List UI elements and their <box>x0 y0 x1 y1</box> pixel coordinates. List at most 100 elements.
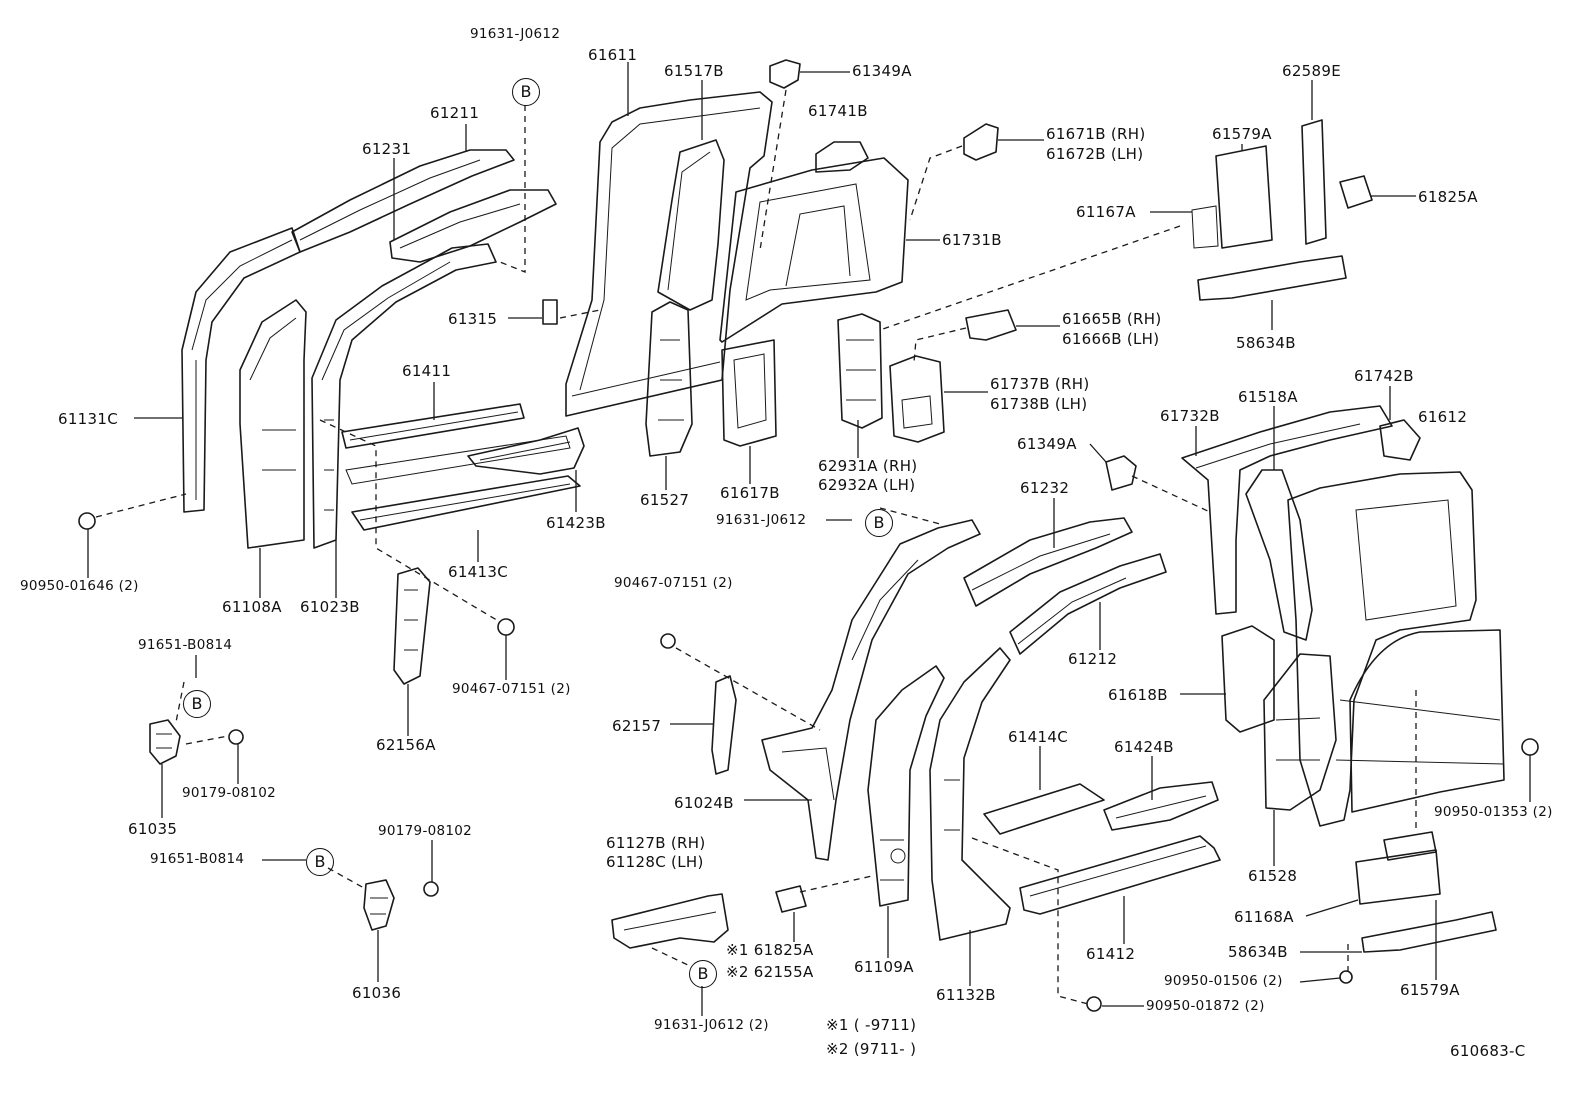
pillar-61109a <box>867 665 945 907</box>
part-label: 61741B <box>808 102 868 120</box>
part-label: 61036 <box>352 984 402 1002</box>
hinge-61036 <box>363 879 395 931</box>
part-label: 91651-B0814 <box>138 637 233 653</box>
pillar-61023b <box>311 243 497 549</box>
part-label: 61212 <box>1068 650 1118 668</box>
part-label: 61518A <box>1238 388 1298 406</box>
part-label: 61231 <box>362 140 412 158</box>
part-label: 61731B <box>942 231 1002 249</box>
inner-pillar-61732b <box>1181 405 1393 615</box>
bracket-61127b <box>611 893 729 949</box>
part-label: 61618B <box>1108 686 1168 704</box>
hinge-61035 <box>149 719 181 765</box>
pillar-61527 <box>645 301 693 457</box>
part-label: 61617B <box>720 484 780 502</box>
part-label: 61424B <box>1114 738 1174 756</box>
pillar-61132b <box>929 647 1011 941</box>
part-label: 90950-01353 (2) <box>1434 804 1553 820</box>
part-label: 61579A <box>1400 981 1460 999</box>
bracket-61671b <box>963 123 999 161</box>
part-label: 61666B (LH) <box>1062 330 1160 348</box>
block-61825a-lower <box>775 885 807 913</box>
panel-61618b <box>1221 625 1275 733</box>
part-label: 61423B <box>546 514 606 532</box>
seal-62589e <box>1301 119 1327 245</box>
part-label: 61612 <box>1418 408 1468 426</box>
ref-marker-b: B <box>865 509 893 537</box>
part-label: ※1 61825A <box>726 941 814 959</box>
part-label: 61168A <box>1234 908 1294 926</box>
ref-marker-b: B <box>183 690 211 718</box>
bracket-61742b <box>1379 419 1421 461</box>
panel-61617b <box>721 339 777 447</box>
bracket-61424b <box>1103 781 1219 831</box>
part-label: 61108A <box>222 598 282 616</box>
rocker-61414c <box>983 783 1105 835</box>
part-label: 61672B (LH) <box>1046 145 1144 163</box>
part-label: ※2 (9711- ) <box>826 1040 917 1058</box>
part-label: 61665B (RH) <box>1062 310 1162 328</box>
bracket-61741b <box>815 141 869 173</box>
part-label: 610683-C <box>1450 1042 1526 1060</box>
ref-marker-b: B <box>689 960 717 988</box>
bracket-61349a-top <box>769 59 801 89</box>
part-label: 61413C <box>448 563 508 581</box>
center-pillar-61611 <box>565 91 773 417</box>
part-label: 61611 <box>588 46 638 64</box>
part-label: 61671B (RH) <box>1046 125 1146 143</box>
ref-marker-b: B <box>512 78 540 106</box>
part-label: 61825A <box>1418 188 1478 206</box>
part-label: 90179-08102 <box>378 823 473 839</box>
part-label: 61132B <box>936 986 996 1004</box>
bracket-62157 <box>711 675 737 775</box>
pillar-61518a <box>1245 469 1313 641</box>
part-label: 91631-J0612 <box>470 26 561 42</box>
rocker-61411 <box>341 403 525 449</box>
bracket-62156a <box>393 567 431 685</box>
part-label: 90179-08102 <box>182 785 277 801</box>
rail-61212 <box>1009 553 1167 655</box>
part-label: 61128C (LH) <box>606 853 704 871</box>
part-label: 62932A (LH) <box>818 476 916 494</box>
leader-lines <box>87 62 1531 1016</box>
part-label: 90950-01872 (2) <box>1146 998 1265 1014</box>
part-label: 61738B (LH) <box>990 395 1088 413</box>
part-label: ※1 ( -9711) <box>826 1016 917 1034</box>
outer-panel-61612 <box>1287 471 1505 827</box>
part-label: 61411 <box>402 362 452 380</box>
roof-rail-61231 <box>389 189 557 263</box>
pillar-61528 <box>1263 653 1337 811</box>
part-label: 58634B <box>1236 334 1296 352</box>
part-label: 61127B (RH) <box>606 834 706 852</box>
rocker-61412 <box>1019 835 1221 915</box>
part-label: 61232 <box>1020 479 1070 497</box>
part-label: 91651-B0814 <box>150 851 245 867</box>
part-label: ※2 62155A <box>726 963 814 981</box>
seal-61579a-top <box>1191 145 1273 249</box>
part-label: 61315 <box>448 310 498 328</box>
part-label: 58634B <box>1228 943 1288 961</box>
part-label: 61412 <box>1086 945 1136 963</box>
dashed-lines <box>95 89 1417 1005</box>
part-label: 62156A <box>376 736 436 754</box>
part-label: 61737B (RH) <box>990 375 1090 393</box>
part-label: 61109A <box>854 958 914 976</box>
a-pillar-61108a <box>239 299 307 549</box>
back-panel-61731b <box>719 157 909 343</box>
part-label: 62157 <box>612 717 662 735</box>
part-label: 90950-01506 (2) <box>1164 973 1283 989</box>
bracket-61737b <box>889 355 945 443</box>
seal-58634b-lower <box>1361 911 1497 953</box>
part-label: 90950-01646 (2) <box>20 578 139 594</box>
part-label: 91631-J0612 <box>716 512 807 528</box>
part-label: 90467-07151 (2) <box>452 681 571 697</box>
bracket-61349a-right <box>1105 455 1137 491</box>
part-label: 61035 <box>128 820 178 838</box>
bracket-61665b <box>965 309 1017 341</box>
part-label: 62931A (RH) <box>818 457 918 475</box>
part-label: 61414C <box>1008 728 1068 746</box>
part-label: 61131C <box>58 410 118 428</box>
part-label: 61211 <box>430 104 480 122</box>
